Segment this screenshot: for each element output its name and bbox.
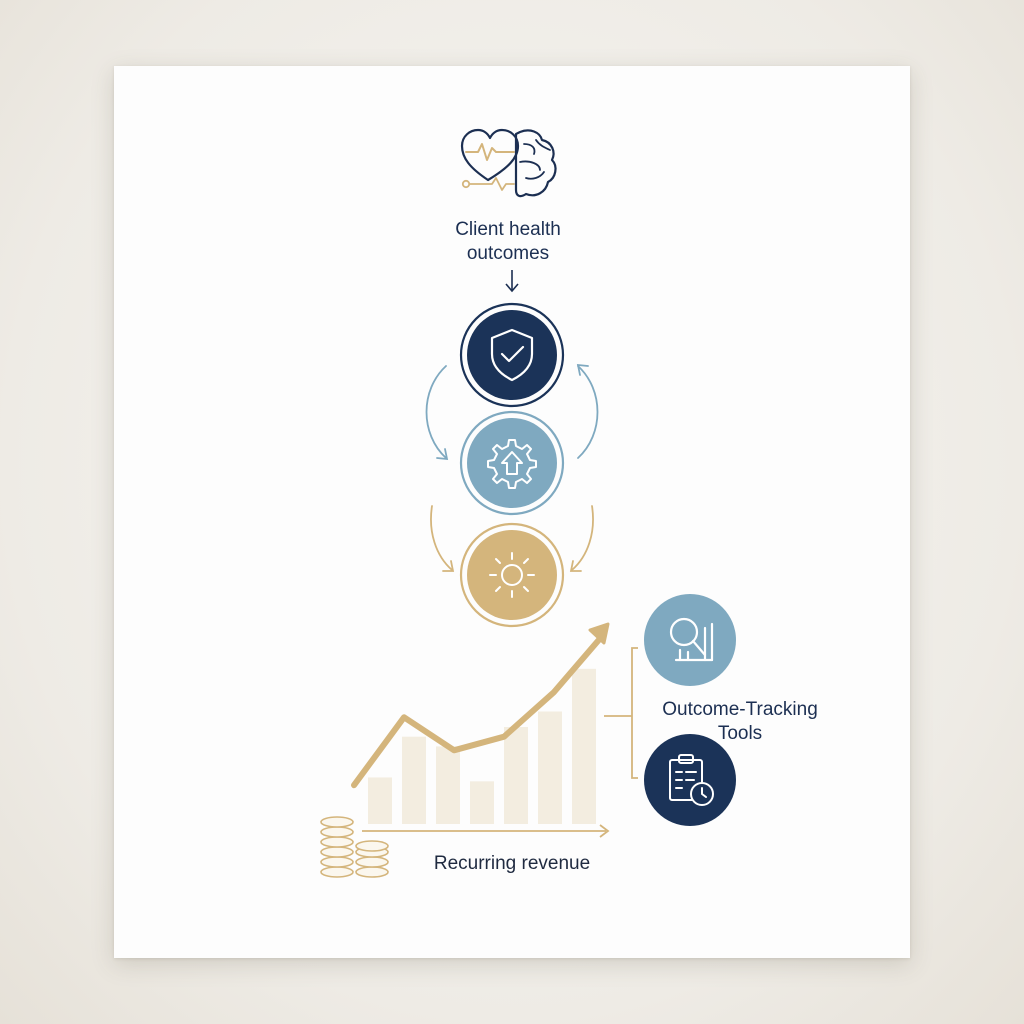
sun-icon [489, 552, 535, 598]
revenue-chart [351, 622, 610, 838]
tool-circle-navy [644, 734, 736, 826]
shield-check-icon [490, 328, 534, 382]
outcome-tracking-line-2: Tools [717, 723, 763, 744]
trend-arrowhead [588, 622, 610, 645]
revenue-trend-line [351, 630, 607, 789]
gear-arrow-icon [487, 439, 537, 489]
stage-circle-blue [459, 410, 565, 516]
stage-circle-navy [459, 302, 565, 408]
tool-circle-blue [644, 594, 736, 686]
clipboard-timer-icon [669, 754, 714, 806]
stage-circle-gold [459, 522, 565, 628]
revenue-bar [368, 777, 392, 824]
down-arrow [505, 270, 519, 293]
cycle-arrows-gold [430, 505, 594, 572]
magnifier-chart-icon [669, 617, 714, 662]
revenue-bar [504, 727, 528, 824]
cycle-arrows-blue [425, 363, 599, 461]
revenue-bar [538, 711, 562, 824]
health-outcomes-label: Client health outcomes [408, 218, 608, 266]
outcome-tracking-line-1: Outcome-Tracking [662, 699, 818, 720]
recurring-revenue-label: Recurring revenue [433, 853, 591, 874]
tools-bracket [604, 647, 638, 779]
x-axis-arrowhead [599, 824, 610, 838]
revenue-bar [402, 736, 426, 824]
revenue-bar [436, 746, 460, 824]
revenue-bar [470, 781, 494, 824]
health-outcomes-line-1: Client health [455, 219, 561, 240]
coin-stack-icon [320, 816, 389, 878]
outcome-tracking-label: Outcome-Tracking Tools [632, 698, 848, 746]
heart-brain-icon [460, 128, 557, 198]
health-outcomes-line-2: outcomes [466, 243, 550, 264]
revenue-bar [572, 668, 596, 824]
